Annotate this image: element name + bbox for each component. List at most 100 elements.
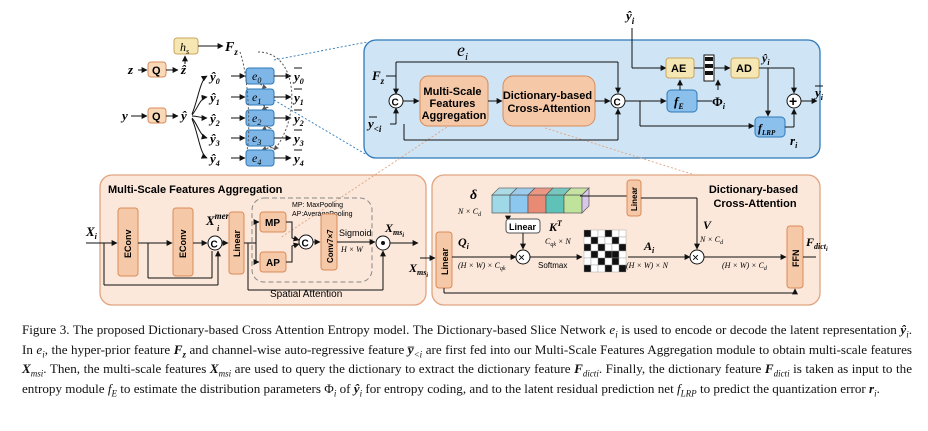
svg-text:×: × — [692, 251, 699, 265]
caption-segment: and channel-wise auto-regressive feature — [185, 341, 408, 357]
svg-text:Xmsi: Xmsi — [384, 221, 404, 239]
svg-text:AE: AE — [671, 63, 686, 75]
caption-segment: F — [574, 361, 583, 377]
svg-text:Q: Q — [152, 65, 161, 77]
ybar-out: y — [813, 85, 821, 100]
svg-text:(H × W) × Cqk: (H × W) × Cqk — [458, 261, 506, 272]
fE-label: f — [674, 94, 680, 109]
e-block-label: e2 — [252, 111, 261, 127]
caption-segment: e — [609, 322, 616, 337]
caption-segment: X — [22, 361, 31, 377]
yhat-k-label: ŷ2 — [208, 111, 220, 128]
ybar-k-label: y2 — [292, 111, 304, 128]
svg-text:MP: MP — [265, 218, 280, 229]
caption-segment: ms — [218, 368, 229, 379]
caption-segment: z — [182, 349, 186, 360]
caption-segment: y̅ — [407, 341, 414, 357]
caption-segment: to predict the quantization error — [696, 380, 870, 396]
caption-segment: i — [615, 329, 618, 340]
svg-text:Linear: Linear — [630, 187, 639, 211]
hs-label: h — [180, 40, 186, 54]
caption-segment: i — [40, 368, 44, 379]
KT-label: K — [548, 220, 558, 234]
svg-text:Multi-Scale Features: Multi-Scale Features Aggregation — [422, 86, 487, 122]
yhat-k-label: ŷ0 — [208, 69, 220, 86]
svg-text:Q: Q — [152, 111, 161, 123]
Qi-label: Q — [458, 235, 467, 249]
caption-segment: F — [764, 361, 774, 377]
svg-text:H × W: H × W — [340, 245, 364, 254]
y-hat-label: ŷ — [179, 108, 187, 123]
dictionary-tensor-icon — [491, 187, 590, 214]
svg-text:i: i — [217, 224, 220, 233]
Xms-label: X — [384, 221, 394, 235]
caption-segment: . In — [22, 322, 912, 357]
caption-segment: F — [173, 341, 183, 357]
caption-segment: i — [42, 349, 45, 360]
e-block-label: e4 — [252, 151, 261, 167]
ybar-k-label: y1 — [292, 90, 304, 107]
caption-segment: . Then, the multi-scale features — [43, 361, 210, 377]
caption-segment: ŷ — [353, 380, 360, 396]
svg-text:KT: KT — [548, 219, 563, 234]
svg-text:Cqk × N: Cqk × N — [545, 237, 571, 248]
caption-segment: <i — [413, 349, 423, 360]
caption-segment: . Finally, the dictionary feature — [598, 361, 765, 377]
svg-text:Conv7×7: Conv7×7 — [326, 229, 335, 263]
svg-text:Xmerge: Xmerge — [205, 211, 238, 228]
ybar-k-label: y0 — [292, 69, 304, 86]
e-block-label: e0 — [252, 69, 261, 85]
caption-segment: e — [36, 341, 43, 357]
y-lt-i: y — [366, 116, 374, 131]
msfa-module: Multi-Scale Features Aggregation Xi ECon… — [85, 184, 419, 300]
y-label: y — [120, 108, 128, 123]
svg-text:Dictionary-based Cross-A: Dictionary-based Cross-Attention — [503, 90, 595, 115]
Fz-top-label: F — [224, 40, 235, 55]
caption-segment: are used to query the dictionary to extr… — [231, 361, 575, 377]
caption-segment: for entropy coding, and to the latent re… — [362, 380, 678, 396]
svg-text:Fz: Fz — [224, 40, 238, 57]
attention-map-icon — [583, 229, 627, 273]
caption-segment: i — [874, 388, 877, 399]
caption-segment: i — [333, 388, 337, 399]
caption-segment: is taken as input to the entropy module — [22, 361, 912, 396]
msfa-title: Multi-Scale Features Aggregation — [108, 184, 283, 196]
caption-segment: X — [209, 361, 219, 377]
detail-module: ei ŷi Fz y<i C Multi-Scale Features Aggr… — [366, 8, 824, 150]
caption-segment: i — [359, 388, 363, 399]
svg-text:fE: fE — [674, 94, 684, 111]
e-block-label: e1 — [252, 90, 261, 106]
svg-text:yi: yi — [813, 85, 824, 102]
Xi-label: X — [85, 224, 95, 239]
z-label: z — [127, 62, 134, 77]
caption-segment: dict — [773, 368, 788, 379]
caption-segment: dict — [582, 368, 597, 379]
svg-text:EConv: EConv — [123, 229, 133, 258]
caption-segment: i — [787, 368, 790, 379]
caption-segment: , the hyper-prior feature — [44, 341, 174, 357]
svg-text:Fz: Fz — [371, 68, 385, 86]
caption-segment: E — [111, 388, 117, 399]
ri-label: r — [790, 133, 796, 148]
spatial-attention-label: Spatial Attention — [270, 289, 342, 300]
econv-2 — [172, 207, 194, 277]
X-merge-label: X — [205, 213, 215, 228]
caption-segment: i — [228, 368, 232, 379]
caption-segment: are first fed into our Multi-Scale Featu… — [422, 341, 913, 357]
caption-segment: i — [906, 329, 909, 340]
caption-segment: is used to encode or decode the latent r… — [617, 322, 901, 337]
caption-segment: r — [869, 380, 875, 396]
Fdict-label: F — [805, 235, 814, 249]
caption-segment: Figure 3. The proposed Dictionary-based … — [22, 322, 610, 337]
figure-caption: Figure 3. The proposed Dictionary-based … — [22, 320, 912, 398]
fLRP-label: f — [758, 121, 763, 135]
dbca-module: Dictionary-based Cross-Attention δ N × C… — [408, 179, 828, 295]
Ai-label: A — [643, 239, 652, 253]
e-block-label: e3 — [252, 131, 261, 147]
caption-segment: . — [876, 380, 880, 396]
delta-label: δ — [470, 188, 477, 203]
yhat-i-top: ŷ — [624, 8, 632, 23]
svg-text:+: + — [789, 93, 797, 109]
